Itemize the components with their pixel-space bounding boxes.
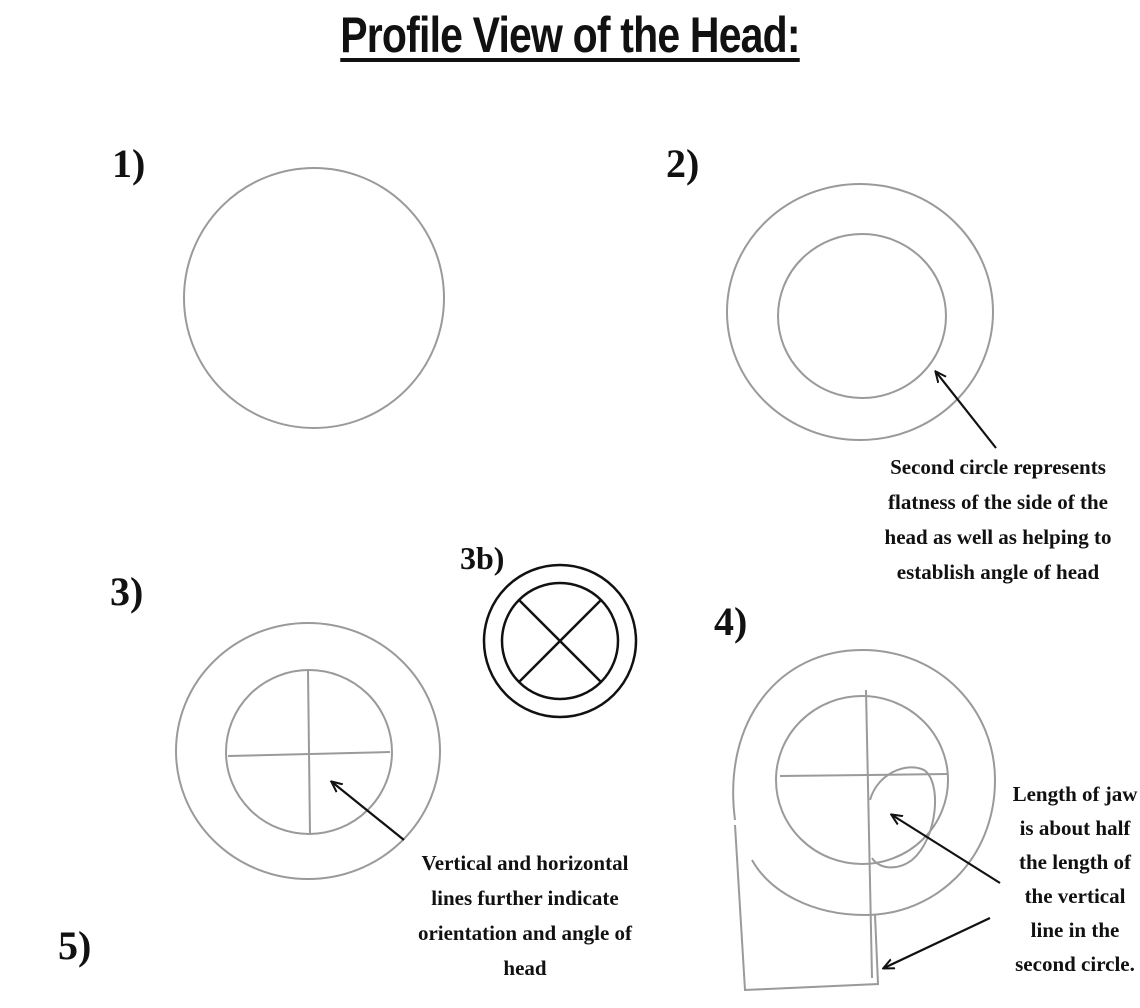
- step-3b-drawing: [482, 563, 638, 719]
- note-vertical-horizontal-lines: Vertical and horizontal lines further in…: [392, 846, 658, 986]
- note-line: Length of jaw: [1012, 782, 1138, 806]
- note-line: the vertical: [1024, 884, 1126, 908]
- note-line: is about half: [1019, 816, 1131, 840]
- step-1-label: 1): [112, 141, 146, 186]
- step-4-horizontal-line: [779, 773, 949, 777]
- note-line: second circle.: [1015, 952, 1135, 976]
- step-4-jaw-shape: [869, 766, 936, 869]
- step-4-jaw-line: [734, 824, 880, 992]
- note-jaw-length: Length of jaw is about half the length o…: [1000, 777, 1140, 981]
- note-line: establish angle of head: [896, 560, 1100, 584]
- note-second-circle: Second circle represents flatness of the…: [862, 450, 1134, 590]
- step-3-vertical-line: [307, 669, 311, 835]
- step-3b-diagonal-line: [518, 599, 602, 683]
- step-3b-label: 3b): [460, 540, 505, 576]
- step-3b-inner-circle: [500, 581, 620, 701]
- step-4-drawing: [732, 648, 997, 992]
- step-2-drawing: [726, 183, 994, 441]
- note-line: line in the: [1030, 918, 1120, 942]
- step-4-inner-circle: [775, 695, 949, 865]
- note-line: lines further indicate: [431, 886, 619, 910]
- step-3-arrow: [332, 782, 405, 841]
- note-line: orientation and angle of: [417, 921, 633, 945]
- step-4-vertical-line: [865, 689, 873, 979]
- note-line: the length of: [1019, 850, 1131, 874]
- note-line: flatness of the side of the: [888, 490, 1108, 514]
- step-2-outer-circle: [726, 183, 994, 441]
- note-line: head: [503, 956, 547, 980]
- step-4-arrow-chin: [884, 917, 991, 968]
- note-line: Vertical and horizontal: [421, 851, 629, 875]
- step-3-outer-circle: [175, 622, 441, 880]
- step-1-circle: [183, 167, 445, 429]
- step-2-label: 2): [666, 141, 700, 186]
- step-5-label: 5): [58, 923, 92, 968]
- step-2-arrow: [936, 372, 997, 449]
- step-3-drawing: [175, 622, 441, 880]
- note-line: head as well as helping to: [884, 525, 1112, 549]
- step-4-arrow-jaw: [892, 815, 1001, 884]
- note-line: Second circle represents: [890, 455, 1106, 479]
- step-4-label: 4): [714, 599, 748, 644]
- step-3b-outer-circle: [482, 563, 638, 719]
- step-3-label: 3): [110, 569, 144, 614]
- step-4-outer-circle: [732, 648, 997, 917]
- step-2-inner-circle: [777, 233, 947, 399]
- page-title: Profile View of the Head:: [340, 7, 800, 63]
- step-3-horizontal-line: [227, 751, 391, 757]
